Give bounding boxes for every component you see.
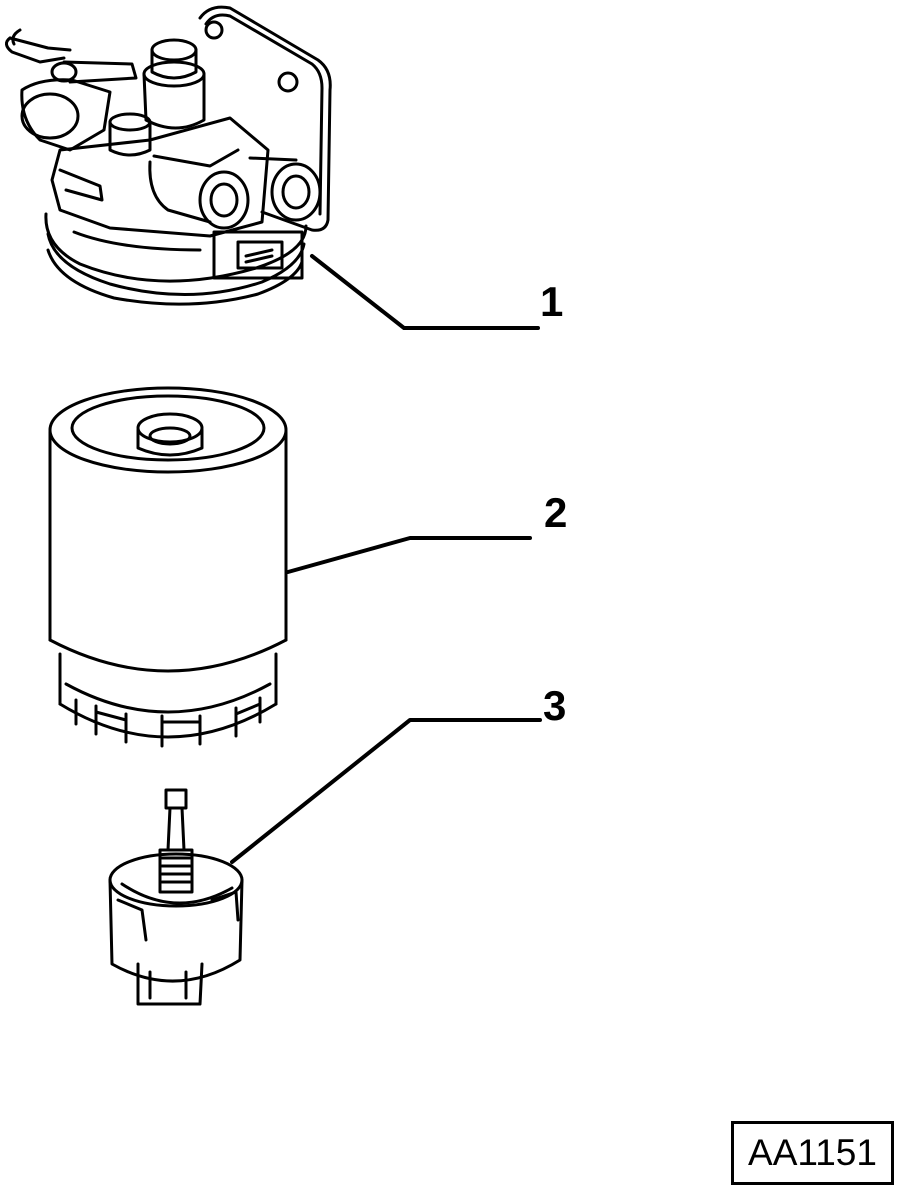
- leader-line-3: [230, 718, 542, 864]
- water-sensor: [108, 788, 244, 1006]
- callout-number-1: 1: [540, 278, 564, 325]
- filter-head: [5, 5, 332, 306]
- callout-number-3: 3: [543, 682, 567, 729]
- leader-line-1: [310, 254, 540, 330]
- leader-line-2: [286, 536, 532, 574]
- reference-code-box: AA1151: [731, 1121, 894, 1185]
- callout-number-2: 2: [544, 489, 568, 536]
- reference-code: AA1151: [748, 1132, 877, 1173]
- leader-lines: [230, 254, 542, 864]
- filter-cartridge: [48, 386, 288, 748]
